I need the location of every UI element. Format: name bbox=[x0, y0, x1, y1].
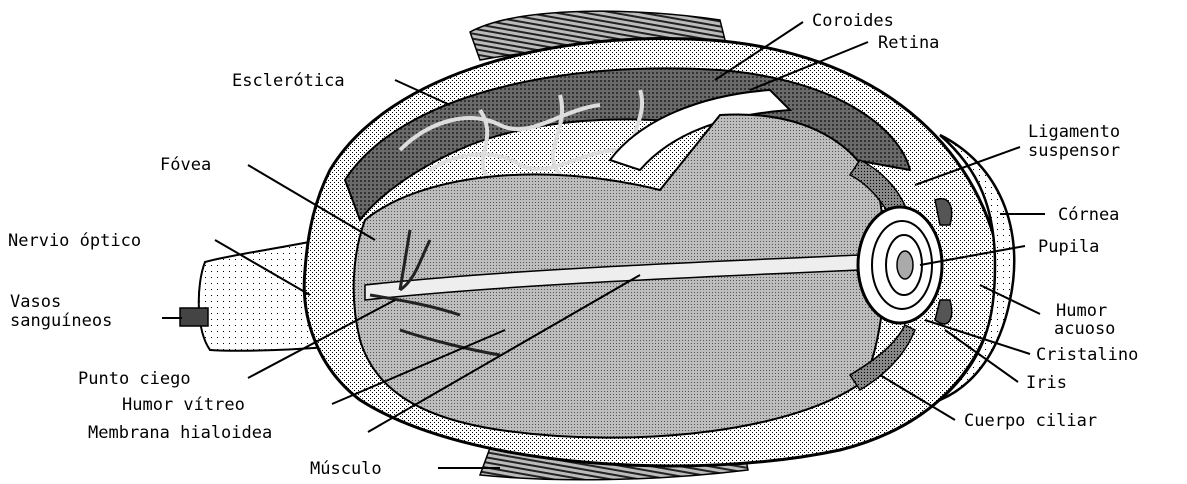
label-ligamento-2: suspensor bbox=[1028, 141, 1120, 161]
label-humor-acuoso-2: acuoso bbox=[1054, 319, 1115, 339]
label-vasos-1: Vasos bbox=[10, 292, 61, 312]
label-vasos-2: sanguíneos bbox=[10, 311, 112, 331]
label-musculo: Músculo bbox=[310, 459, 382, 479]
label-iris: Iris bbox=[1026, 373, 1067, 393]
label-esclerotica: Esclerótica bbox=[232, 71, 345, 91]
label-cuerpo-ciliar: Cuerpo ciliar bbox=[964, 411, 1097, 431]
label-fovea: Fóvea bbox=[160, 155, 211, 175]
label-humor-vitreo: Humor vítreo bbox=[122, 395, 245, 415]
label-ligamento-1: Ligamento bbox=[1028, 122, 1120, 142]
blood-vessels bbox=[180, 308, 208, 326]
label-membrana-hialoidea: Membrana hialoidea bbox=[88, 423, 272, 443]
label-punto-ciego: Punto ciego bbox=[78, 369, 191, 389]
label-nervio-optico: Nervio óptico bbox=[8, 231, 141, 251]
label-cornea: Córnea bbox=[1058, 205, 1119, 225]
lens-core bbox=[897, 251, 913, 279]
label-coroides: Coroides bbox=[812, 11, 894, 31]
label-humor-acuoso-1: Humor bbox=[1056, 301, 1107, 321]
label-retina: Retina bbox=[878, 33, 939, 53]
label-pupila: Pupila bbox=[1038, 237, 1099, 257]
label-cristalino: Cristalino bbox=[1036, 345, 1138, 365]
